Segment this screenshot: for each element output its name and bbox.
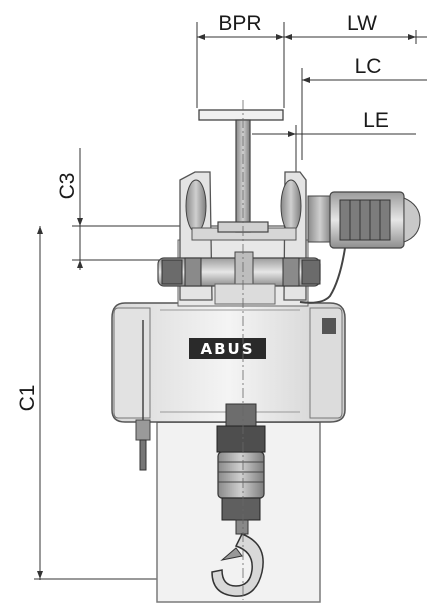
label-c1: C1	[16, 385, 39, 412]
label-lw: LW	[347, 12, 377, 35]
hook-block	[211, 403, 266, 597]
abus-logo: ABUS	[189, 338, 266, 359]
travel-motor	[299, 191, 421, 304]
trolley-axle	[157, 251, 321, 305]
control-pendant-cable	[135, 320, 151, 471]
label-le: LE	[363, 109, 389, 132]
i-beam	[198, 109, 284, 233]
dimension-arrows	[37, 34, 416, 579]
label-c3: C3	[56, 173, 79, 200]
label-lc: LC	[355, 55, 382, 78]
svg-text:ABUS: ABUS	[200, 340, 254, 358]
label-bpr: BPR	[218, 12, 261, 35]
